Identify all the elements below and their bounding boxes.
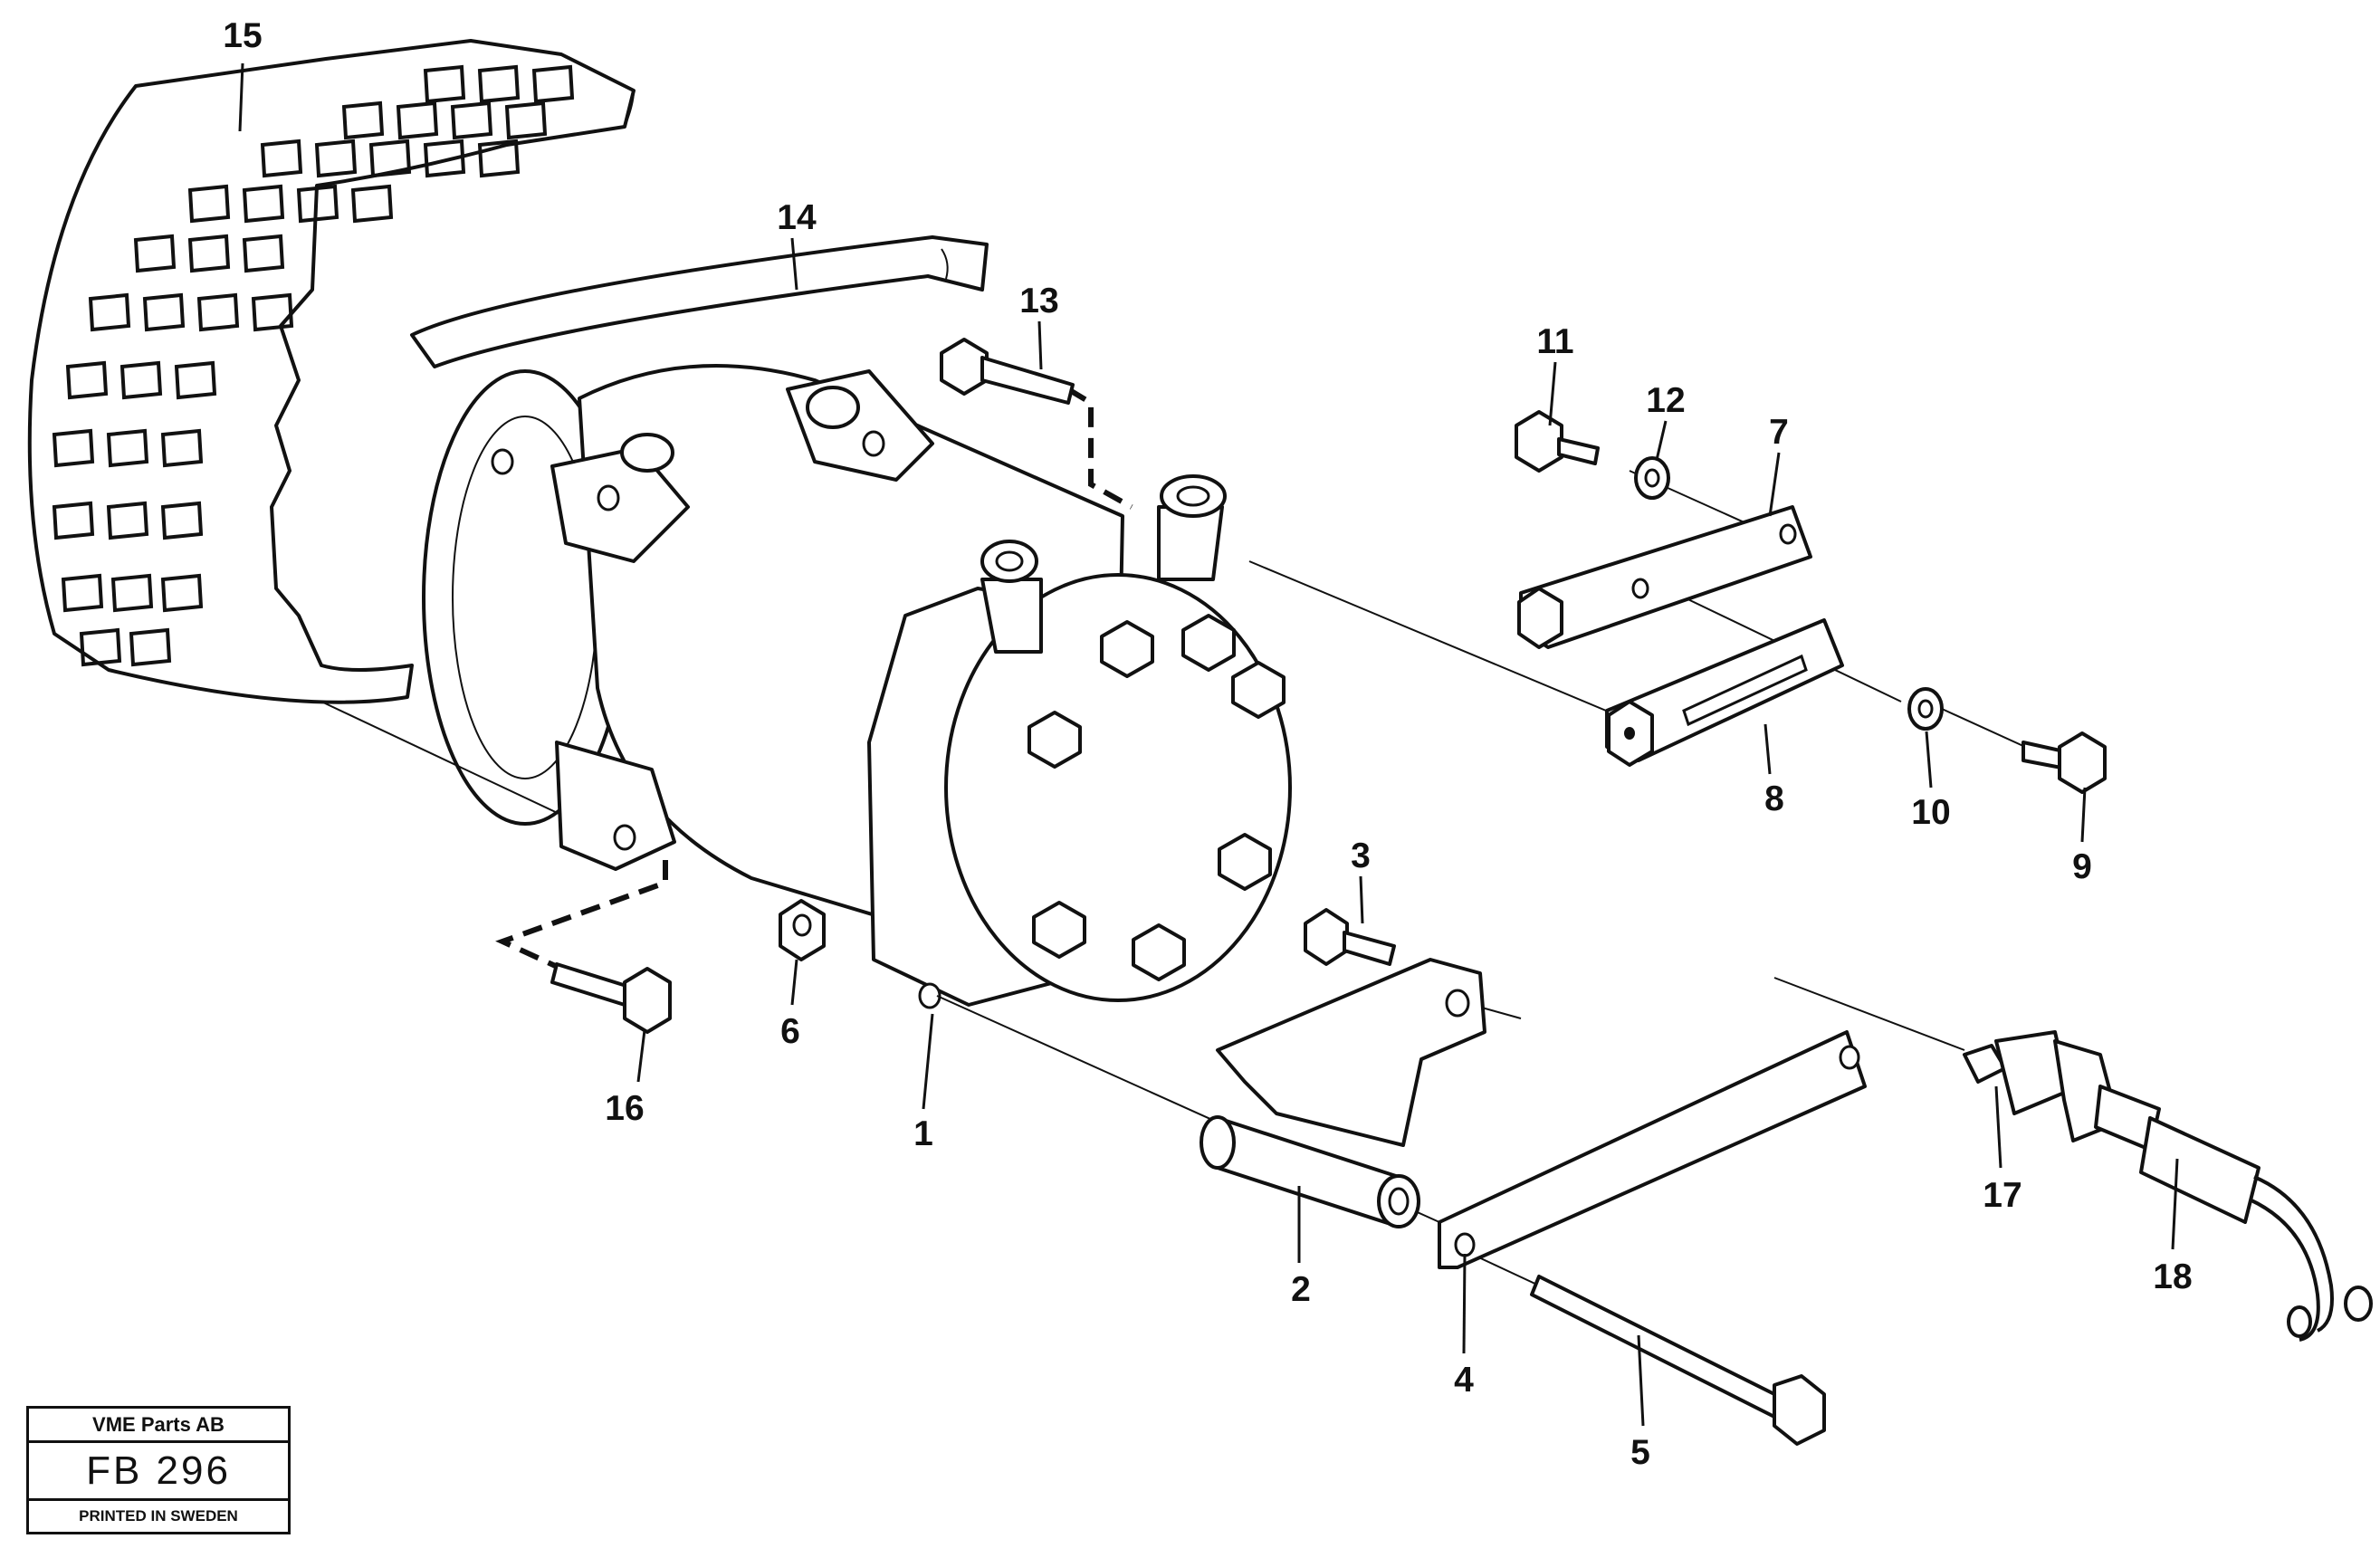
strap-4 bbox=[1438, 1030, 1867, 1269]
wiring-harness-18 bbox=[2094, 1085, 2373, 1342]
callout-11: 11 bbox=[1536, 322, 1573, 361]
nut-6 bbox=[779, 899, 826, 961]
callout-18: 18 bbox=[2153, 1257, 2192, 1296]
callout-16: 16 bbox=[605, 1089, 644, 1128]
callout-labels: 15 14 13 11 12 7 8 10 9 3 6 1 16 2 4 5 1… bbox=[223, 16, 2192, 1472]
figure-code: FB 296 bbox=[29, 1443, 288, 1501]
title-block: VME Parts AB FB 296 PRINTED IN SWEDEN bbox=[26, 1406, 291, 1534]
callout-1: 1 bbox=[913, 1114, 933, 1153]
link-7 bbox=[1517, 505, 1812, 649]
callout-leaders bbox=[238, 62, 2179, 1427]
callout-6: 6 bbox=[780, 1012, 800, 1051]
bolt-11 bbox=[1515, 410, 1600, 473]
washer-10 bbox=[1907, 687, 1944, 731]
company-name: VME Parts AB bbox=[29, 1409, 288, 1443]
callout-7: 7 bbox=[1769, 413, 1789, 452]
callout-10: 10 bbox=[1911, 793, 1950, 832]
bolt-16 bbox=[550, 962, 672, 1034]
callout-17: 17 bbox=[1983, 1176, 2022, 1215]
compressor bbox=[422, 364, 1292, 1009]
bolt-3 bbox=[1304, 908, 1396, 966]
printed-note: PRINTED IN SWEDEN bbox=[79, 1507, 238, 1525]
callout-5: 5 bbox=[1630, 1433, 1650, 1472]
washer-12 bbox=[1634, 456, 1670, 500]
callout-12: 12 bbox=[1646, 381, 1685, 420]
callout-8: 8 bbox=[1764, 779, 1784, 818]
callout-4: 4 bbox=[1454, 1361, 1474, 1400]
callout-3: 3 bbox=[1351, 836, 1371, 875]
bolt-5 bbox=[1530, 1275, 1826, 1446]
belt-guard bbox=[27, 39, 636, 704]
callout-14: 14 bbox=[777, 198, 817, 237]
callout-2: 2 bbox=[1291, 1270, 1311, 1309]
bolt-13 bbox=[940, 338, 1075, 405]
bolt-9 bbox=[2022, 731, 2107, 794]
bracket-2 bbox=[1200, 958, 1486, 1228]
slotted-adjuster-8 bbox=[1605, 618, 1844, 767]
callout-15: 15 bbox=[223, 16, 262, 55]
drive-belt bbox=[410, 235, 989, 368]
callout-13: 13 bbox=[1019, 282, 1058, 320]
callout-9: 9 bbox=[2072, 847, 2092, 886]
